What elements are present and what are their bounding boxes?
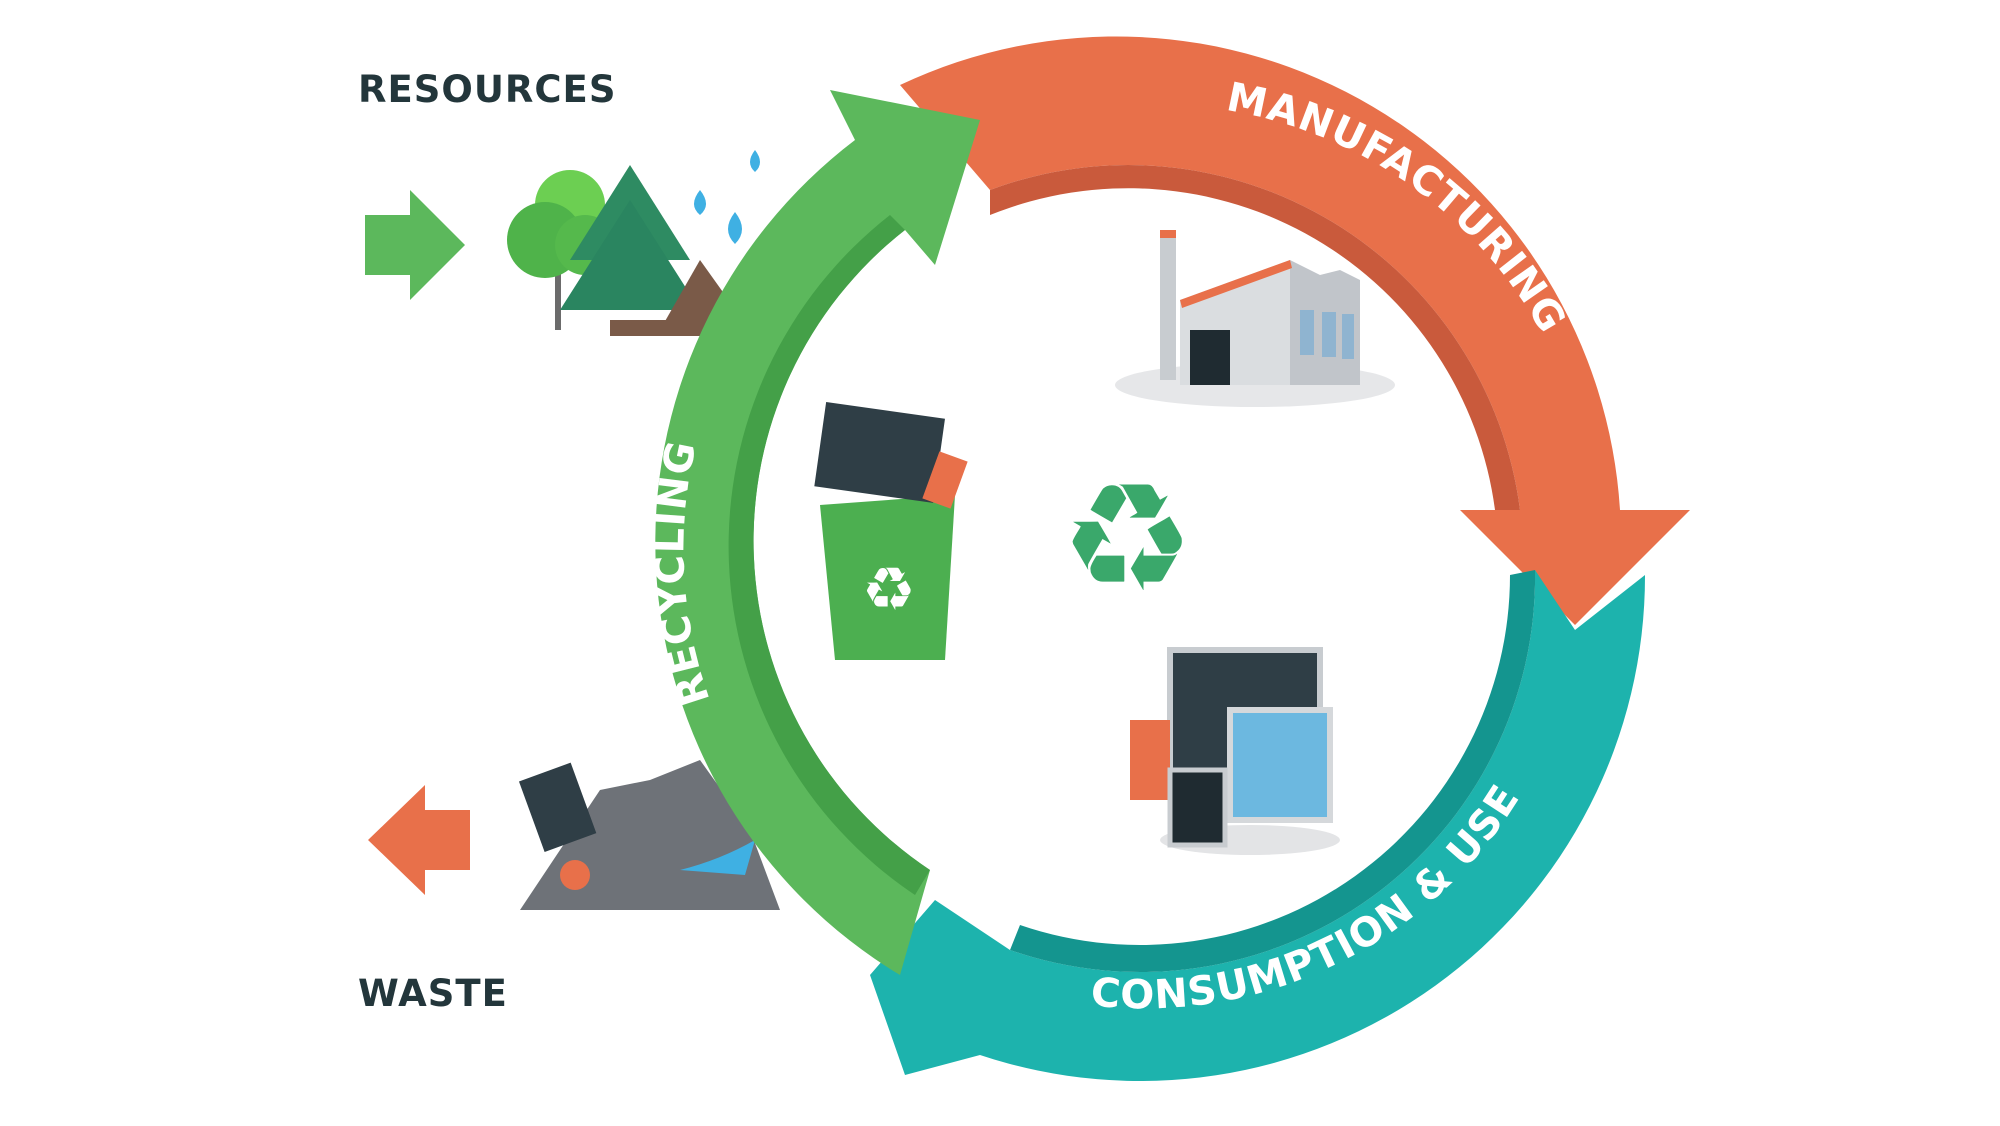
waste-pile-icon — [518, 760, 780, 910]
recycling-bin-icon: ♻ — [814, 402, 968, 660]
waste-label: WASTE — [358, 972, 508, 1015]
waste-out-arrow — [368, 785, 470, 895]
recycle-symbol-icon: ♻ — [1060, 452, 1194, 626]
devices-icon — [1130, 647, 1340, 855]
resources-label: RESOURCES — [358, 68, 617, 111]
nature-resources-icon — [507, 150, 760, 336]
resources-in-arrow — [365, 190, 465, 300]
recycling-arrow: RECYCLING — [647, 90, 980, 975]
factory-icon — [1115, 230, 1395, 407]
svg-text:♻: ♻ — [862, 555, 916, 625]
